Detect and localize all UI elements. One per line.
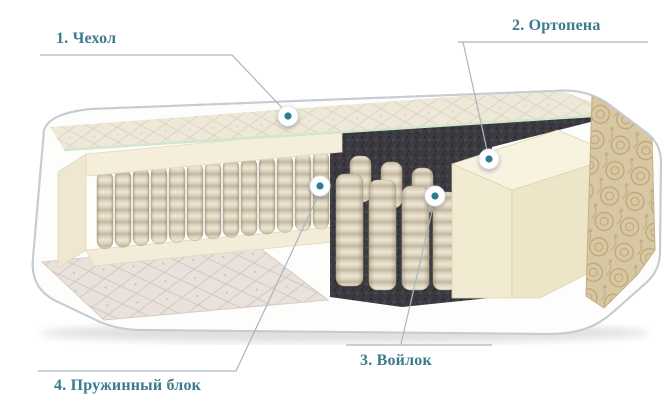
spring-coil-shading <box>133 167 149 246</box>
spring-coil-shading <box>433 192 457 290</box>
spring-block-front <box>335 173 458 291</box>
callout-marker-1 <box>277 105 299 127</box>
cover-edge-trim <box>63 112 625 152</box>
spring-coil-shading <box>205 161 221 240</box>
label-felt: 3. Войлок <box>360 352 432 369</box>
spring-coil-shading <box>336 174 363 286</box>
mattress-interior <box>40 90 656 321</box>
label-orthofoam: 2. Ортопена <box>512 17 601 34</box>
label-cover: 1. Чехол <box>56 30 117 47</box>
leader-line-2 <box>458 41 648 151</box>
callout-marker-3 <box>424 185 446 207</box>
leader-line-4 <box>38 195 319 372</box>
cover-top-layer <box>50 90 624 150</box>
leader-line-1 <box>40 54 287 113</box>
mattress-outline-stroke <box>31 89 663 336</box>
leader-line-3 <box>346 206 492 346</box>
spring-coil-shading <box>402 186 429 290</box>
callout-marker-4 <box>309 175 331 197</box>
spring-coil-shading <box>259 156 275 235</box>
foam-left-cap <box>57 153 87 269</box>
label-spring-block: 4. Пружинный блок <box>54 377 202 394</box>
callout-marker-2 <box>478 148 500 170</box>
spring-coil-shading <box>187 162 203 241</box>
spring-coil-shading <box>115 169 131 248</box>
spring-coil-shading <box>97 171 113 249</box>
spring-coil-shading <box>241 157 257 236</box>
spring-coil-shading <box>169 164 185 243</box>
spring-coil-shading <box>277 154 293 233</box>
spring-row-back <box>96 150 330 250</box>
spring-coil-shading <box>151 166 167 245</box>
spring-coil-shading <box>223 159 239 238</box>
spring-coil-shading <box>295 152 311 231</box>
spring-coil-shading <box>369 180 396 290</box>
